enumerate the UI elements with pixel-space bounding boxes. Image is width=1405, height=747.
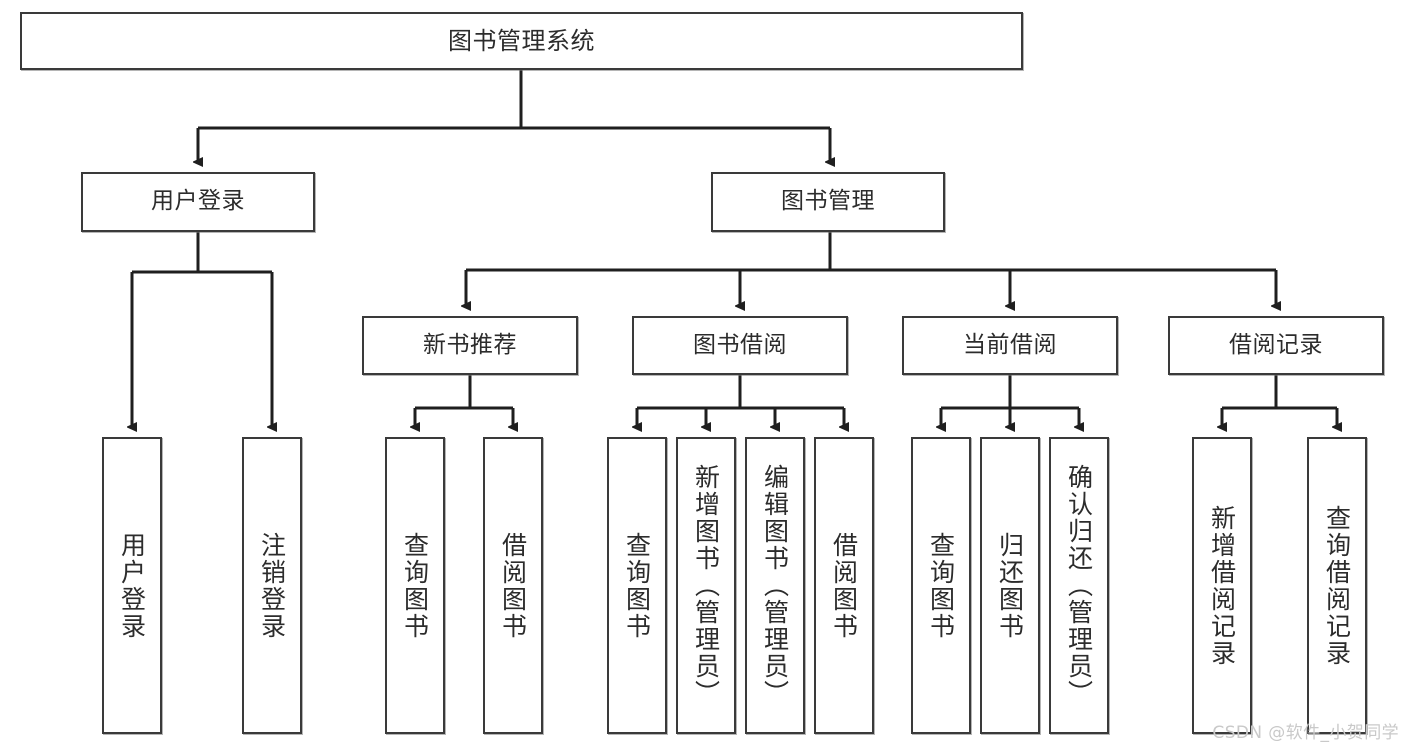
node-book-borrow[interactable]: 图书借阅 — [632, 316, 848, 375]
node-label: 新增图书（管理员） — [691, 464, 721, 707]
node-root-book-management-system[interactable]: 图书管理系统 — [20, 12, 1023, 70]
node-label: 当前借阅 — [963, 331, 1057, 358]
node-label: 编辑图书（管理员） — [760, 464, 790, 707]
node-label: 借阅图书 — [498, 531, 528, 640]
node-label: 新书推荐 — [423, 331, 517, 358]
leaf-book-borrow-borrow-book[interactable]: 借阅图书 — [814, 437, 874, 734]
node-user-login[interactable]: 用户登录 — [81, 172, 315, 232]
node-label: 确认归还（管理员） — [1064, 464, 1094, 707]
leaf-borrow-record-query-record[interactable]: 查询借阅记录 — [1307, 437, 1367, 734]
node-label: 新增借阅记录 — [1207, 504, 1237, 667]
node-label: 借阅记录 — [1229, 331, 1323, 358]
leaf-user-login-logout[interactable]: 注销登录 — [242, 437, 302, 734]
leaf-borrow-record-add-record[interactable]: 新增借阅记录 — [1192, 437, 1252, 734]
node-current-borrow[interactable]: 当前借阅 — [902, 316, 1118, 375]
node-borrow-record[interactable]: 借阅记录 — [1168, 316, 1384, 375]
node-label: 用户登录 — [117, 531, 147, 640]
leaf-book-borrow-add-book-admin[interactable]: 新增图书（管理员） — [676, 437, 736, 734]
node-label: 查询图书 — [622, 531, 652, 640]
leaf-user-login-login[interactable]: 用户登录 — [102, 437, 162, 734]
node-book-management[interactable]: 图书管理 — [711, 172, 945, 232]
node-label: 图书借阅 — [693, 331, 787, 358]
watermark: CSDN @软件_小贺同学 — [1212, 723, 1399, 743]
leaf-book-borrow-edit-book-admin[interactable]: 编辑图书（管理员） — [745, 437, 805, 734]
node-new-book-recommend[interactable]: 新书推荐 — [362, 316, 578, 375]
node-label: 用户登录 — [151, 188, 245, 215]
leaf-current-borrow-confirm-return-admin[interactable]: 确认归还（管理员） — [1049, 437, 1109, 734]
leaf-current-borrow-query-book[interactable]: 查询图书 — [911, 437, 971, 734]
node-label: 查询图书 — [400, 531, 430, 640]
node-label: 查询图书 — [926, 531, 956, 640]
leaf-book-borrow-query-book[interactable]: 查询图书 — [607, 437, 667, 734]
node-label: 图书管理系统 — [448, 26, 595, 55]
node-label: 借阅图书 — [829, 531, 859, 640]
leaf-current-borrow-return-book[interactable]: 归还图书 — [980, 437, 1040, 734]
node-label: 查询借阅记录 — [1322, 504, 1352, 667]
node-label: 注销登录 — [257, 531, 287, 640]
leaf-new-book-query-book[interactable]: 查询图书 — [385, 437, 445, 734]
node-label: 图书管理 — [781, 188, 875, 215]
node-label: 归还图书 — [995, 531, 1025, 640]
leaf-new-book-borrow-book[interactable]: 借阅图书 — [483, 437, 543, 734]
